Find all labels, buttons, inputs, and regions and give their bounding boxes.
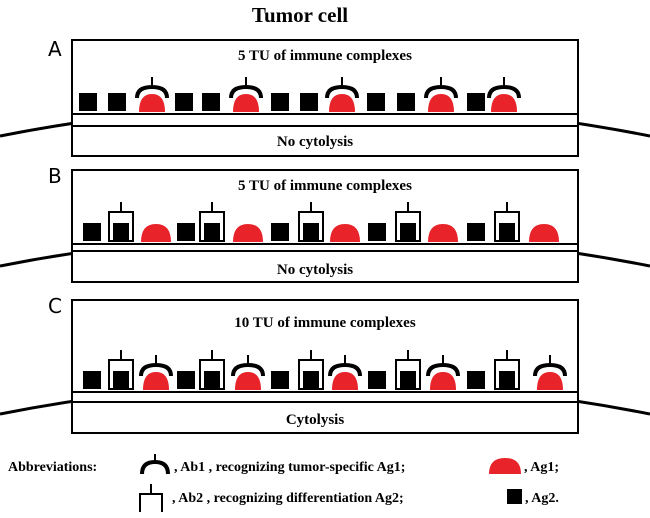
ag2-square — [397, 93, 415, 111]
ag2-square — [83, 371, 101, 389]
panel-letter: A — [48, 37, 62, 61]
ag2-square — [368, 223, 386, 241]
ab1-complex — [487, 77, 521, 112]
ag2-square — [177, 223, 195, 241]
ab1-complex — [229, 77, 263, 112]
ag2-square — [271, 223, 289, 241]
ag2-square — [79, 93, 97, 111]
ab2-complex — [108, 350, 134, 390]
ag2-square — [467, 371, 485, 389]
ag2-square — [177, 371, 195, 389]
molecule-row — [83, 202, 559, 242]
legend-lead: Abbreviations: — [8, 460, 97, 475]
legend-ab1-text: , Ab1 , recognizing tumor-specific Ag1; — [174, 460, 405, 475]
ag2-square — [271, 371, 289, 389]
ab1-complex — [135, 77, 169, 112]
ag2-square — [271, 93, 289, 111]
ag2-square — [300, 93, 318, 111]
ab1-complex — [325, 77, 359, 112]
panel-header: 5 TU of immune complexes — [238, 178, 412, 194]
ag1-dome — [233, 224, 263, 242]
ab1-complex — [328, 355, 362, 390]
panel-b: B 5 TU of immune complexes No cytolysis — [0, 164, 650, 283]
molecule-row — [83, 350, 567, 390]
ab2-complex — [298, 350, 324, 390]
panel-result: No cytolysis — [277, 262, 353, 278]
ab1-complex — [231, 355, 265, 390]
panel-result: Cytolysis — [286, 412, 345, 428]
panel-letter: B — [48, 164, 62, 188]
legend-ag2-text: , Ag2. — [525, 491, 559, 506]
ag2-square — [175, 93, 193, 111]
ag2-square — [467, 223, 485, 241]
legend: Abbreviations: , Ab1 , recognizing tumor… — [8, 454, 559, 512]
legend-ab2-icon — [139, 484, 163, 512]
ag2-square — [202, 93, 220, 111]
panel-letter: C — [48, 294, 62, 318]
ag1-dome — [428, 224, 458, 242]
ag2-square — [368, 371, 386, 389]
ab2-complex — [494, 350, 520, 390]
ag1-dome — [141, 224, 171, 242]
legend-ag1-text: , Ag1; — [524, 460, 559, 475]
ag2-square — [108, 93, 126, 111]
ab2-complex — [494, 202, 520, 242]
diagram-title: Tumor cell — [252, 3, 348, 27]
ab2-complex — [298, 202, 324, 242]
ab2-complex — [199, 202, 225, 242]
ab2-complex — [199, 350, 225, 390]
ag2-square — [467, 93, 485, 111]
ab2-complex — [395, 350, 421, 390]
ag1-dome — [330, 224, 360, 242]
ag1-dome — [529, 224, 559, 242]
panel-result: No cytolysis — [277, 134, 353, 150]
panel-header: 10 TU of immune complexes — [234, 315, 416, 331]
ab1-complex — [139, 355, 173, 390]
legend-ag2-icon — [507, 489, 522, 504]
molecule-row — [79, 77, 521, 112]
ab1-complex — [426, 355, 460, 390]
panel-header: 5 TU of immune complexes — [238, 48, 412, 64]
ab2-complex — [395, 202, 421, 242]
legend-ab2-text: , Ab2 , recognizing differentiation Ag2; — [172, 491, 404, 506]
ab1-complex — [533, 355, 567, 390]
legend-ab1-icon — [140, 454, 170, 475]
legend-ag1-icon — [489, 458, 521, 474]
ab2-complex — [108, 202, 134, 242]
panel-a: A 5 TU of immune complexes No cytolysis — [0, 37, 650, 157]
ab1-complex — [424, 77, 458, 112]
ag2-square — [367, 93, 385, 111]
ag2-square — [83, 223, 101, 241]
